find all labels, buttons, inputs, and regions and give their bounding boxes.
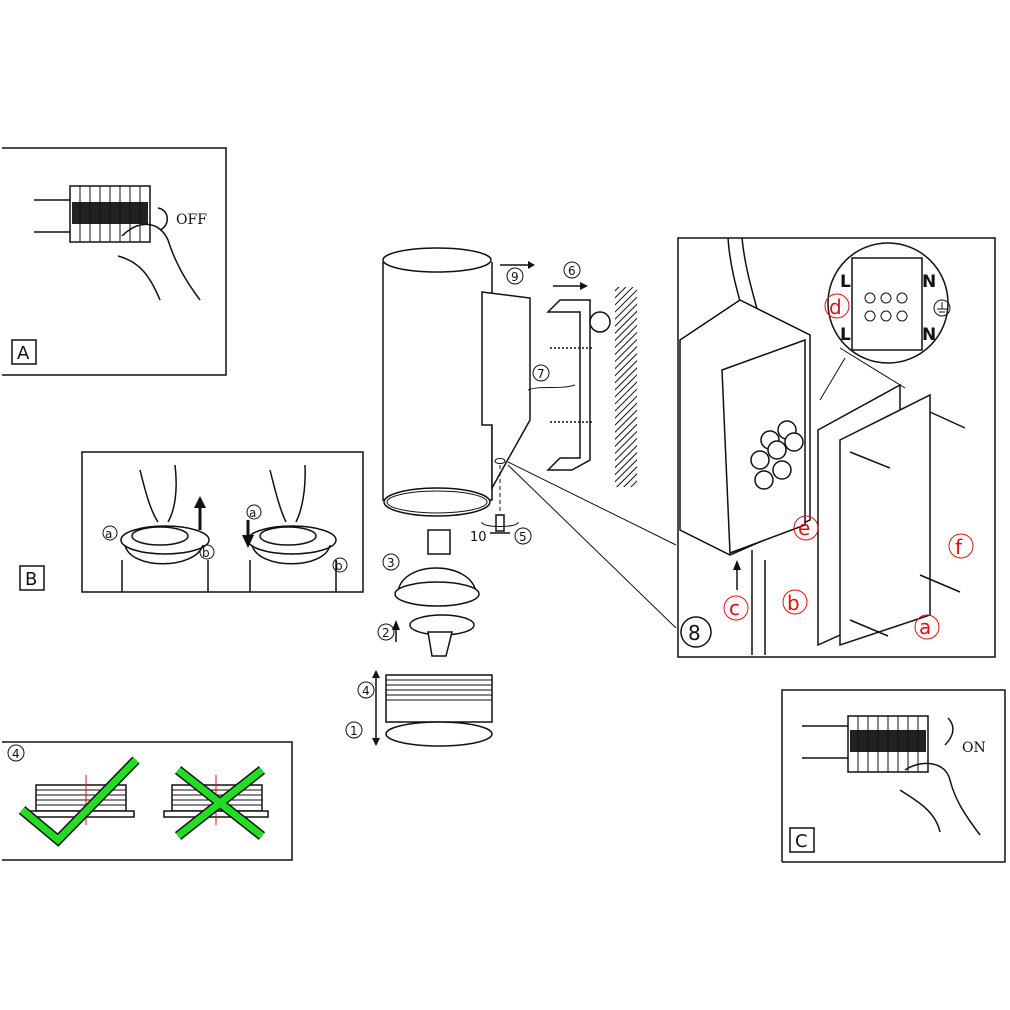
panel-4-ring-fit: 4	[2, 741, 293, 861]
hand-icon	[117, 223, 201, 301]
terminal-screws	[864, 292, 908, 322]
step-9: 9	[511, 270, 519, 284]
step-6: 6	[568, 264, 576, 278]
panel-b-label: B	[25, 569, 37, 590]
step-7: 7	[537, 367, 545, 381]
panel-a-label: A	[17, 343, 30, 364]
breaker-box-icon-c	[802, 715, 929, 773]
panel-a-label-box	[11, 339, 37, 365]
front-ring	[385, 674, 493, 747]
letter-a: a	[919, 615, 931, 639]
switch-on-text: ON	[962, 740, 986, 756]
letter-f: f	[955, 535, 963, 559]
panel-b-lamp-removal: B a b a b	[19, 451, 364, 593]
panel-a-switch-off: A OFF	[2, 147, 227, 376]
letter-e: e	[798, 516, 810, 540]
letter-d: d	[829, 295, 842, 319]
rotate-arrow-icon-c	[944, 717, 954, 746]
terminal-n-top: N	[922, 272, 936, 292]
incorrect-fit	[163, 766, 269, 840]
wall-hatch	[615, 287, 637, 487]
lens-retainer	[409, 614, 475, 657]
step-1: 1	[350, 724, 358, 738]
step-4: 4	[362, 684, 370, 698]
terminal-l-top: L	[840, 272, 851, 292]
gu10-lamp	[394, 529, 480, 607]
step-numbers: 1 2 3 4 5 6 7 8 9 10	[345, 261, 712, 739]
letter-c: c	[729, 596, 740, 620]
breaker-box-icon	[34, 185, 151, 243]
luminaire-exploded-view	[372, 247, 677, 747]
panel-8-junction-box: L N L N d e f c b a	[677, 237, 996, 658]
panel-c-label: C	[795, 831, 808, 852]
switch-off-text: OFF	[176, 212, 207, 228]
marker-b: b	[202, 546, 210, 560]
step-10: 10	[470, 530, 487, 545]
correct-fit	[18, 756, 140, 847]
mounting-bracket	[546, 299, 591, 471]
hand-icon-c	[899, 762, 981, 836]
step-3: 3	[387, 556, 395, 570]
rotate-arrow-icon	[157, 207, 168, 231]
screw-icon	[481, 514, 519, 534]
terminal-blocks	[750, 420, 804, 490]
ground-icon	[933, 299, 951, 317]
step-8: 8	[688, 621, 701, 645]
letter-b: b	[787, 591, 800, 615]
lamp-pull-illustration	[120, 464, 210, 592]
terminal-n-bottom: N	[922, 325, 936, 345]
cross-mark-icon	[175, 767, 265, 839]
panel-c-switch-on: C ON	[781, 689, 1006, 863]
cover-plate	[839, 393, 931, 647]
marker-a-2: a	[249, 506, 256, 520]
check-mark-icon	[19, 757, 139, 845]
step-5: 5	[519, 530, 527, 544]
marker-b-2: b	[335, 559, 343, 573]
step-2: 2	[382, 626, 390, 640]
cover-screws	[849, 411, 966, 637]
terminal-l-bottom: L	[840, 325, 851, 345]
lamp-push-illustration	[242, 464, 337, 592]
panel-4-label: 4	[12, 747, 20, 761]
marker-a: a	[105, 527, 112, 541]
